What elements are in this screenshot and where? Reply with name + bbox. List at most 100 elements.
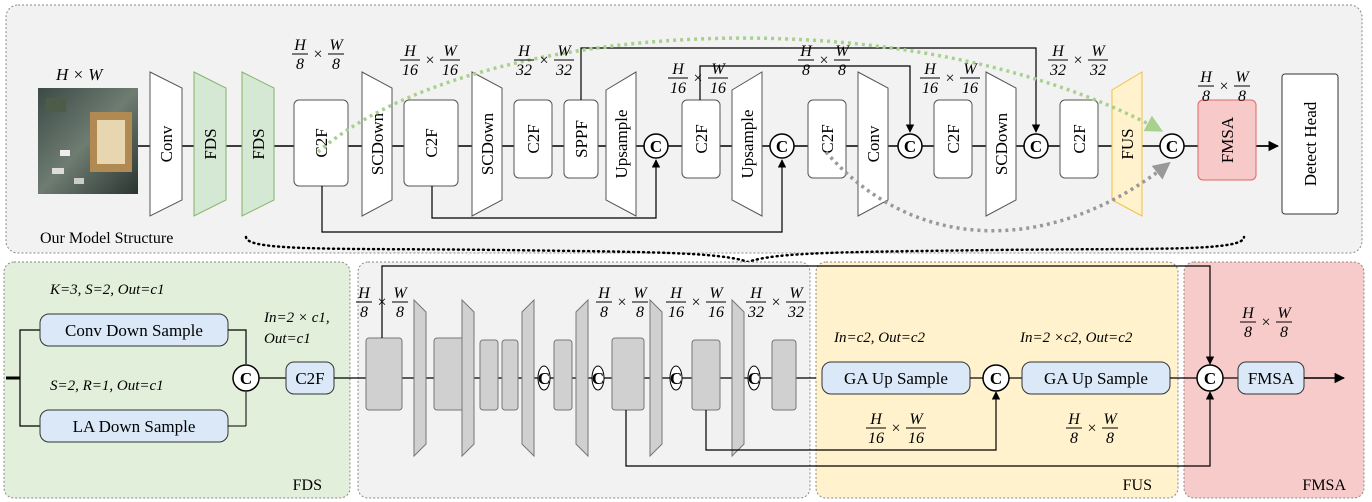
svg-text:×: × bbox=[1219, 78, 1228, 95]
fds-split-lines bbox=[19, 329, 40, 427]
svg-text:SPPF: SPPF bbox=[572, 120, 591, 158]
svg-text:Conv Down Sample: Conv Down Sample bbox=[65, 321, 203, 340]
svg-text:Upsample: Upsample bbox=[612, 110, 631, 179]
svg-text:Conv: Conv bbox=[864, 125, 883, 162]
svg-text:H: H bbox=[403, 43, 417, 60]
svg-text:8: 8 bbox=[1070, 430, 1078, 447]
skip-c2f4-to-concat3 bbox=[699, 65, 915, 133]
input-size-label: H × W bbox=[55, 65, 104, 84]
svg-text:C: C bbox=[1204, 369, 1216, 388]
skip-c2f1-to-concat2 bbox=[321, 159, 787, 233]
input-image bbox=[38, 88, 138, 194]
svg-text:H: H bbox=[293, 37, 307, 54]
svg-text:FMSA: FMSA bbox=[1248, 369, 1295, 388]
c2f-block-6: C2F bbox=[933, 99, 973, 179]
fmsa-block-bottom: FMSA bbox=[1237, 361, 1305, 395]
conv-block-1: Conv bbox=[149, 71, 183, 217]
svg-text:Detect Head: Detect Head bbox=[1301, 101, 1320, 186]
detect-head-block: Detect Head bbox=[1281, 73, 1339, 215]
concat-node-4: C bbox=[1023, 133, 1049, 159]
svg-text:W: W bbox=[1091, 43, 1106, 60]
svg-text:H: H bbox=[1199, 69, 1213, 86]
frac-mid-3: H 16 × W 16 bbox=[666, 285, 726, 321]
svg-text:W: W bbox=[835, 43, 850, 60]
la-down-sample-block: LA Down Sample bbox=[39, 409, 229, 443]
frac-fmsa: H 8 × W 8 bbox=[1240, 305, 1292, 341]
svg-text:H: H bbox=[597, 285, 611, 302]
svg-text:16: 16 bbox=[670, 80, 686, 97]
ga-up-sample-block-1: GA Up Sample bbox=[821, 361, 971, 395]
frac-top-6: H 16 × W 16 bbox=[920, 61, 980, 97]
svg-text:C: C bbox=[1030, 137, 1042, 156]
svg-text:8: 8 bbox=[1202, 88, 1210, 105]
svg-text:8: 8 bbox=[332, 56, 340, 73]
connector-to-fmsa-concat-bottom bbox=[625, 391, 1215, 467]
svg-text:LA Down Sample: LA Down Sample bbox=[73, 417, 196, 436]
svg-text:16: 16 bbox=[442, 62, 458, 79]
frac-mid-1: H 8 × W 8 bbox=[356, 285, 408, 321]
frac-mid-4: H 32 × W 32 bbox=[746, 285, 806, 321]
connector-to-fmsa-concat-top bbox=[381, 265, 1215, 365]
svg-text:W: W bbox=[909, 411, 924, 428]
svg-text:FDS: FDS bbox=[249, 128, 268, 159]
fds-concat-node: C bbox=[232, 364, 260, 392]
fmsa-concat-node: C bbox=[1196, 364, 1224, 392]
svg-text:W: W bbox=[557, 43, 572, 60]
concat-node-5: C bbox=[1159, 133, 1185, 159]
concat-node-3: C bbox=[897, 133, 923, 159]
svg-text:×: × bbox=[617, 294, 626, 311]
svg-text:W: W bbox=[711, 61, 726, 78]
conv-down-sample-block: Conv Down Sample bbox=[39, 313, 229, 347]
svg-text:C2F: C2F bbox=[818, 124, 837, 153]
model-structure-caption: Our Model Structure bbox=[40, 230, 173, 247]
c2f-block-7: C2F bbox=[1059, 99, 1099, 179]
svg-text:H: H bbox=[749, 285, 763, 302]
svg-text:8: 8 bbox=[396, 304, 404, 321]
svg-text:×: × bbox=[313, 46, 322, 63]
svg-text:8: 8 bbox=[636, 304, 644, 321]
svg-text:C: C bbox=[1166, 137, 1178, 156]
frac-fus-2: H 8 × W 8 bbox=[1066, 411, 1118, 447]
svg-text:FMSA: FMSA bbox=[1218, 116, 1237, 163]
svg-text:H: H bbox=[669, 285, 683, 302]
svg-text:SCDown: SCDown bbox=[368, 112, 387, 175]
svg-text:Conv: Conv bbox=[157, 125, 176, 162]
svg-text:C: C bbox=[748, 369, 760, 388]
svg-text:FUS: FUS bbox=[1118, 128, 1137, 159]
svg-text:C: C bbox=[670, 369, 682, 388]
frac-top-7: H 32 × W 32 bbox=[1048, 43, 1108, 79]
svg-text:H: H bbox=[671, 61, 685, 78]
svg-text:8: 8 bbox=[1244, 324, 1252, 341]
svg-text:H: H bbox=[357, 285, 371, 302]
svg-text:16: 16 bbox=[908, 430, 924, 447]
fds-la-params: S=2, R=1, Out=c1 bbox=[50, 378, 164, 394]
fds-conv-params: K=3, S=2, Out=c1 bbox=[49, 282, 165, 298]
svg-text:C2F: C2F bbox=[944, 124, 963, 153]
svg-text:×: × bbox=[691, 294, 700, 311]
svg-text:×: × bbox=[1073, 52, 1082, 69]
svg-text:C2F: C2F bbox=[692, 124, 711, 153]
svg-text:×: × bbox=[377, 294, 386, 311]
svg-text:C: C bbox=[650, 137, 662, 156]
svg-text:GA Up Sample: GA Up Sample bbox=[844, 369, 948, 388]
fds-block-1: FDS bbox=[193, 71, 227, 217]
svg-text:C: C bbox=[592, 369, 604, 388]
svg-text:8: 8 bbox=[296, 56, 304, 73]
svg-text:C2F: C2F bbox=[1070, 124, 1089, 153]
ga-up-sample-block-2: GA Up Sample bbox=[1021, 361, 1171, 395]
svg-text:8: 8 bbox=[600, 304, 608, 321]
svg-text:8: 8 bbox=[360, 304, 368, 321]
svg-text:32: 32 bbox=[515, 62, 532, 79]
svg-text:H: H bbox=[1241, 305, 1255, 322]
svg-text:×: × bbox=[945, 70, 954, 87]
svg-text:W: W bbox=[443, 43, 458, 60]
svg-text:32: 32 bbox=[787, 304, 804, 321]
svg-text:GA Up Sample: GA Up Sample bbox=[1044, 369, 1148, 388]
svg-text:8: 8 bbox=[1280, 324, 1288, 341]
svg-text:C2F: C2F bbox=[295, 369, 324, 388]
concat-node-1: C bbox=[643, 133, 669, 159]
scdown-block-2: SCDown bbox=[471, 71, 503, 217]
svg-text:C: C bbox=[904, 137, 916, 156]
svg-text:W: W bbox=[1235, 69, 1250, 86]
